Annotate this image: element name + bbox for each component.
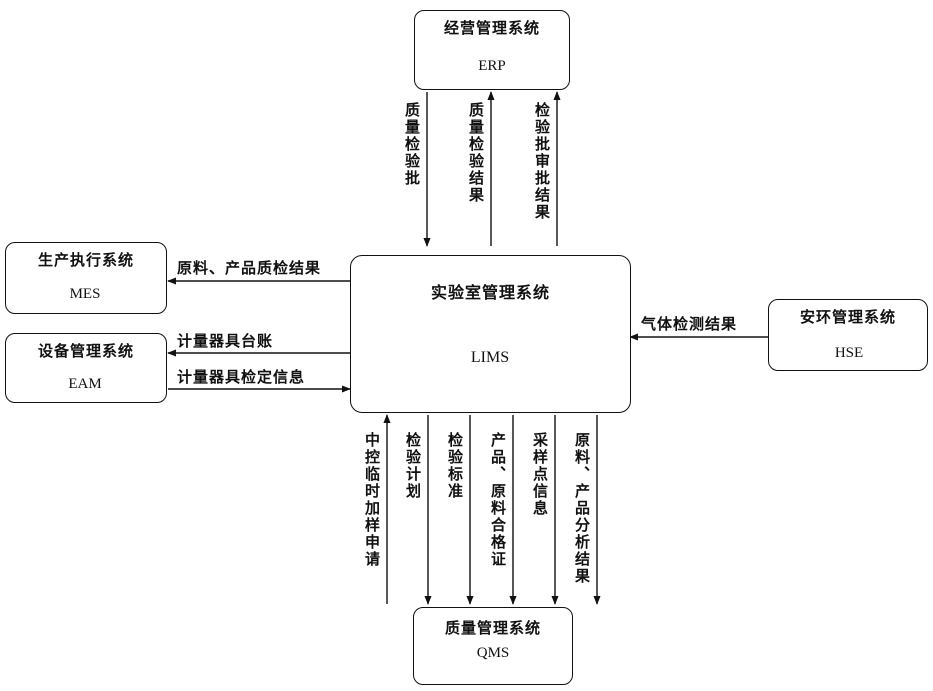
erp-db-label: ERP <box>478 58 506 74</box>
flow-label-qms-standard: 检验标准 <box>446 432 464 500</box>
qms-db-label: QMS <box>476 645 510 661</box>
lims-db-label: LIMS <box>470 349 510 366</box>
mes-system-box: 生产执行系统 <box>5 242 167 314</box>
mes-system-title: 生产执行系统 <box>37 251 134 269</box>
flow-label-qms-points: 采样点信息 <box>531 432 549 517</box>
flow-label-hse-gas: 气体检测结果 <box>641 315 738 333</box>
eam-system-box: 设备管理系统 <box>5 333 167 403</box>
erp-system-box: 经营管理系统 <box>414 10 570 90</box>
flow-label-eam-ledger: 计量器具台账 <box>177 332 274 350</box>
flow-label-erp-batch: 质量检验批 <box>403 102 421 187</box>
lims-system-box: 实验室管理系统 <box>350 255 631 413</box>
mes-db-label: MES <box>69 286 101 302</box>
eam-system-title: 设备管理系统 <box>37 342 134 360</box>
hse-system-title: 安环管理系统 <box>799 308 896 326</box>
qms-system-title: 质量管理系统 <box>444 619 541 637</box>
hse-db-label: HSE <box>834 345 864 361</box>
flow-label-erp-result: 质量检验结果 <box>467 102 485 204</box>
flow-label-qms-sample-req: 中控临时加样申请 <box>363 432 381 568</box>
flow-label-erp-approval: 检验批审批结果 <box>533 102 551 221</box>
flow-label-eam-calib: 计量器具检定信息 <box>177 368 306 386</box>
eam-db-label: EAM <box>68 376 102 392</box>
erp-system-title: 经营管理系统 <box>443 19 540 37</box>
lims-system-title: 实验室管理系统 <box>430 283 550 302</box>
flow-label-qms-plan: 检验计划 <box>404 432 422 500</box>
qms-system-box: 质量管理系统 <box>413 607 573 685</box>
hse-system-box: 安环管理系统 <box>768 299 928 371</box>
flow-label-mes-result: 原料、产品质检结果 <box>177 259 322 277</box>
flow-label-qms-cert: 产品、原料合格证 <box>489 432 507 568</box>
flow-label-qms-analysis: 原料、产品分析结果 <box>573 432 591 585</box>
